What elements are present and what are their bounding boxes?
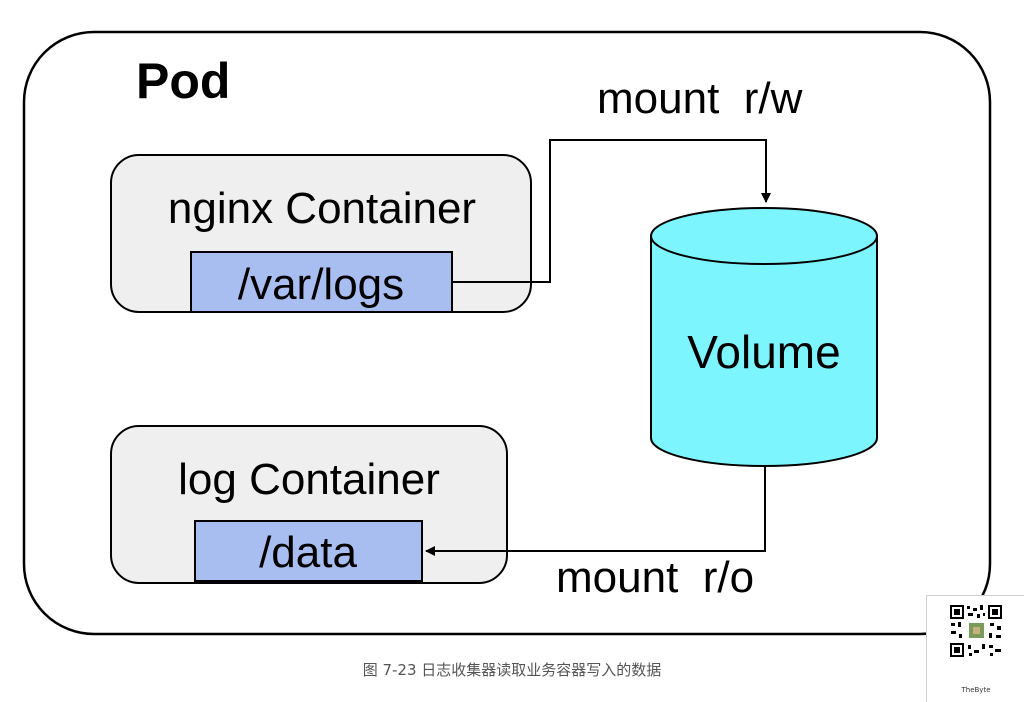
var-logs-label: /var/logs — [238, 260, 404, 309]
mount-ro-label: mount r/o — [556, 553, 754, 602]
pod-title: Pod — [136, 53, 230, 109]
volume-label: Volume — [687, 326, 840, 378]
nginx-container-title: nginx Container — [168, 184, 476, 233]
log-container-title: log Container — [178, 455, 440, 504]
figure-caption: 图 7-23 日志收集器读取业务容器写入的数据 — [362, 661, 662, 679]
qr-code-icon — [949, 604, 1003, 658]
data-box — [194, 520, 423, 582]
volume-cylinder — [650, 207, 878, 467]
mount-rw-arrow — [452, 139, 771, 283]
data-label: /data — [259, 528, 357, 577]
mount-rw-label: mount r/w — [597, 74, 803, 123]
qr-label: TheByte — [961, 686, 991, 694]
var-logs-box — [190, 251, 453, 313]
mount-ro-arrow — [425, 467, 766, 556]
qr-code-widget: TheByte — [926, 595, 1024, 702]
